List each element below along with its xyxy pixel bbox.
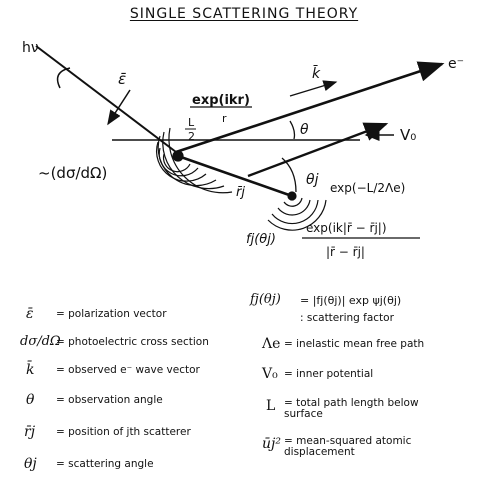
fraction-denominator: |r̄ − r̄j| [326, 245, 365, 259]
legend-symbol: V₀ [262, 366, 278, 382]
fraction-numerator: exp(ik|r̄ − r̄j|) [306, 221, 387, 235]
legend-desc: = observed e⁻ wave vector [56, 364, 200, 376]
k-vector-label: k̄ [312, 64, 321, 82]
r-label: r [222, 112, 227, 125]
incident-photon-ray [36, 46, 176, 152]
scattering-factor-label: fj(θj) [246, 232, 276, 247]
legend-symbol: k̄ [26, 362, 34, 378]
polarization-label: ε̄ [118, 70, 126, 88]
inner-potential-label: V₀ [400, 126, 416, 144]
legend-symbol: L [266, 398, 275, 414]
rj-label: r̄j [236, 185, 245, 200]
k-vector-arrow [290, 82, 336, 96]
legend-symbol: fj(θj) [250, 292, 281, 307]
legend-desc: = total path length below surface [284, 398, 434, 420]
legend-symbol: θ [26, 392, 34, 408]
legend-symbol: ε̄ [26, 306, 34, 322]
diagram-title: SINGLE SCATTERING THEORY [0, 0, 488, 22]
observation-angle-arc [290, 121, 295, 139]
polarization-arrow [108, 90, 130, 124]
legend-desc: = mean-squared atomic displacement [284, 436, 434, 458]
legend-desc: = position of jth scatterer [56, 426, 191, 438]
legend-symbol: Λe [262, 336, 280, 352]
scattering-diagram: hν ε̄ exp(ikr) r k̄ e⁻ θ V₀ L 2 θj exp(−… [0, 24, 488, 274]
damping-label: exp(−L/2Λe) [330, 181, 405, 195]
legend-symbol: ūj² [262, 436, 281, 452]
legend-desc: = scattering angle [56, 458, 154, 470]
legend-symbol: θj [24, 456, 37, 472]
legend-symbol: dσ/dΩ [20, 334, 61, 349]
scatterer-position-vector [178, 156, 292, 196]
photon-label: hν [22, 40, 39, 56]
legend-desc: : scattering factor [300, 312, 394, 324]
legend-desc: = |fj(θj)| exp ψj(θj) [300, 294, 401, 307]
half-length-numerator: L [188, 116, 195, 129]
theta-label: θ [300, 122, 309, 138]
cross-section-label: ~(dσ/dΩ) [38, 164, 107, 182]
theta-j-label: θj [306, 172, 319, 188]
scattered-wave-arrow [248, 124, 386, 176]
legend-desc: = photoelectric cross section [56, 336, 209, 348]
legend-desc: = observation angle [56, 394, 163, 406]
exp-ikr-label: exp(ikr) [192, 93, 250, 108]
legend-desc: = polarization vector [56, 308, 167, 320]
legend-desc: = inner potential [284, 368, 373, 380]
legend-desc: = inelastic mean free path [284, 338, 424, 350]
half-length-denominator: 2 [188, 130, 195, 143]
legend-symbol: r̄j [24, 424, 35, 440]
electron-label: e⁻ [448, 56, 464, 72]
